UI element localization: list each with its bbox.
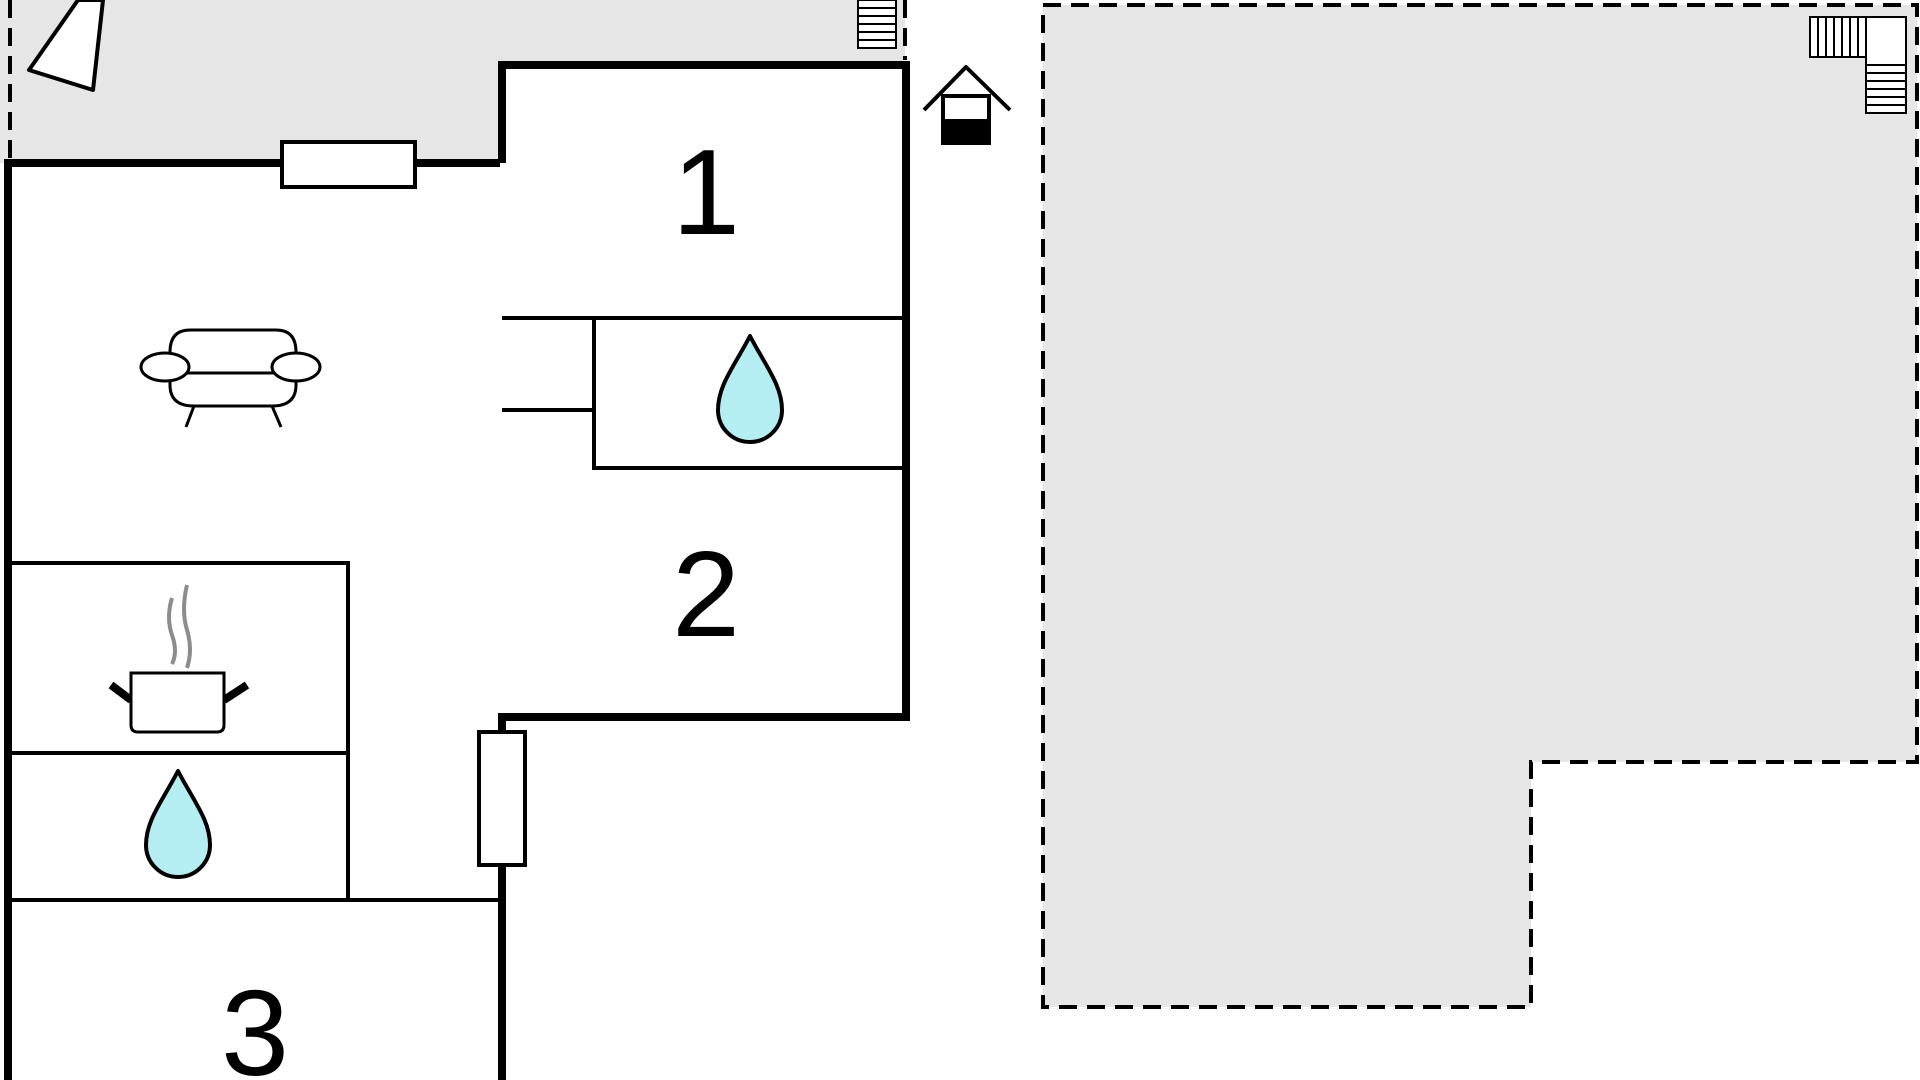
staircase-corner-icon: [1809, 16, 1907, 114]
water-drop-icon: [716, 334, 784, 444]
water-drop-bathroom-2-icon: [144, 769, 212, 879]
window-side: [477, 730, 527, 867]
cooking-pot-icon: [108, 584, 250, 734]
room-2-label: 2: [672, 526, 740, 662]
house-entrance-icon: [922, 65, 1012, 145]
sofa-icon: [139, 328, 322, 428]
window-top: [280, 140, 417, 189]
room-3-label: 3: [221, 965, 289, 1080]
interior-walls: [10, 316, 906, 902]
compass-icon: [27, 0, 105, 92]
terrace-large: [1041, 3, 1919, 1009]
room-1-label: 1: [672, 124, 740, 260]
house-interior: [8, 65, 906, 1080]
staircase-icon: [857, 0, 897, 49]
